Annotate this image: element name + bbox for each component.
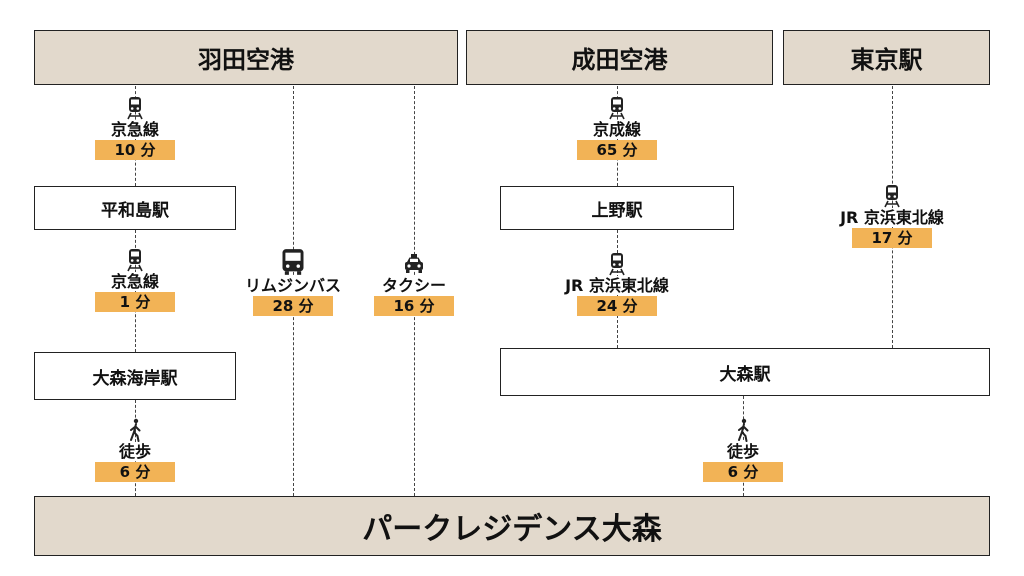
segment-limousine-bus: リムジンバス 28 分	[223, 248, 363, 316]
segment-label: JR 京浜東北線	[563, 276, 671, 295]
segment-time: 65 分	[577, 140, 657, 160]
segment-label: JR 京浜東北線	[838, 208, 946, 227]
segment-label: 京成線	[590, 120, 643, 139]
segment-time: 28 分	[253, 296, 333, 316]
station-omori: 大森駅	[500, 348, 990, 396]
hub-haneda-airport: 羽田空港	[34, 30, 458, 85]
station-heiwajima: 平和島駅	[34, 186, 236, 230]
train-icon	[124, 248, 146, 272]
hub-narita-airport: 成田空港	[466, 30, 773, 85]
train-icon	[606, 252, 628, 276]
hub-tokyo-station: 東京駅	[783, 30, 990, 85]
segment-keikyu-heiwajima: 京急線 1 分	[85, 248, 185, 312]
segment-label: 京急線	[108, 272, 161, 291]
segment-time: 16 分	[374, 296, 454, 316]
segment-jr-keihin-tohoku-tokyo: JR 京浜東北線 17 分	[812, 184, 972, 248]
segment-label: 京急線	[108, 120, 161, 139]
station-ueno: 上野駅	[500, 186, 734, 230]
segment-time: 6 分	[703, 462, 783, 482]
segment-label: 徒歩	[116, 442, 153, 461]
segment-time: 24 分	[577, 296, 657, 316]
destination-park-residence-omori: パークレジデンス大森	[34, 496, 990, 556]
segment-keikyu-haneda: 京急線 10 分	[85, 96, 185, 160]
segment-label: 徒歩	[724, 442, 761, 461]
segment-label: リムジンバス	[242, 276, 343, 295]
segment-walk-omori: 徒歩 6 分	[693, 418, 793, 482]
segment-keisei: 京成線 65 分	[567, 96, 667, 160]
walking-icon	[124, 418, 146, 442]
train-icon	[124, 96, 146, 120]
walking-icon	[732, 418, 754, 442]
segment-time: 17 分	[852, 228, 932, 248]
taxi-icon	[403, 252, 425, 276]
segment-jr-keihin-tohoku-ueno: JR 京浜東北線 24 分	[537, 252, 697, 316]
segment-time: 10 分	[95, 140, 175, 160]
segment-time: 6 分	[95, 462, 175, 482]
train-icon	[606, 96, 628, 120]
route-line	[135, 230, 136, 352]
train-icon	[881, 184, 903, 208]
segment-time: 1 分	[95, 292, 175, 312]
segment-label: タクシー	[379, 276, 448, 295]
station-omori-kaigan: 大森海岸駅	[34, 352, 236, 400]
segment-taxi: タクシー 16 分	[359, 252, 469, 316]
bus-icon	[280, 248, 306, 276]
segment-walk-omori-kaigan: 徒歩 6 分	[85, 418, 185, 482]
